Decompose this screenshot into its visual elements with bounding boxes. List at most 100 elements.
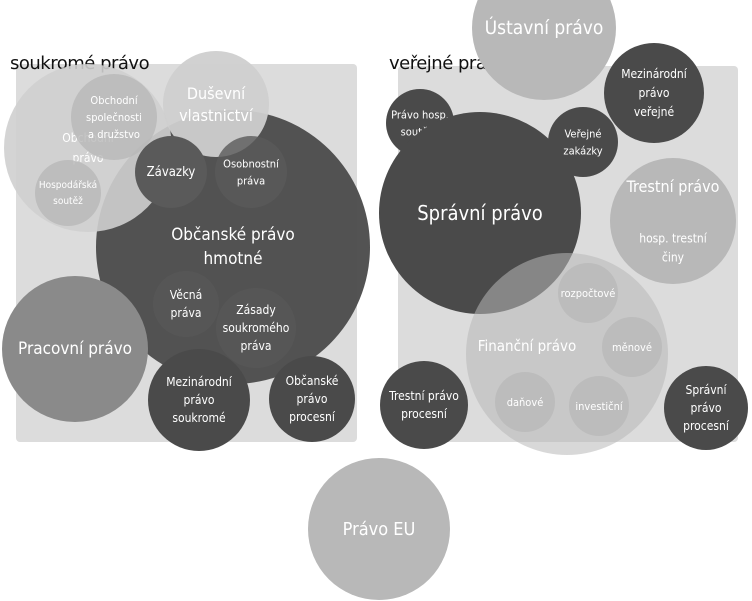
ustavni-pravo-label-line: Ústavní právo xyxy=(485,15,604,39)
spravni-pravo-label: Správní právo xyxy=(417,201,543,225)
obcanske-pravo-hmotne-label: Občanské právo hmotné xyxy=(171,225,294,269)
trestni-pravo-procesni-circle xyxy=(380,361,468,449)
mezinarodni-pravo-soukrome-circle xyxy=(148,349,250,451)
investicni-bubble: investiční xyxy=(569,376,629,436)
verejne-zakazky-bubble: Veřejné zakázky xyxy=(548,107,618,177)
pravo-eu-label-line: Právo EU xyxy=(343,519,416,540)
hosp-trestni-ciny-label-line: činy xyxy=(662,251,685,265)
hosp-trestni-ciny-bubble: hosp. trestní činy xyxy=(639,232,708,265)
vecna-prava-label: Věcná práva xyxy=(170,288,203,320)
dusevni-vlastnictvi-label: Duševní vlastnictví xyxy=(179,84,254,125)
trestni-pravo-procesni-bubble: Trestní právo procesní xyxy=(380,361,468,449)
vecna-prava-circle xyxy=(153,271,219,337)
financni-pravo-label: Finanční právo xyxy=(478,337,576,355)
obcanske-pravo-hmotne-label-line: Občanské právo xyxy=(171,225,294,245)
spravni-pravo-procesni-label: Správní právo procesní xyxy=(683,383,730,433)
hospodarska-soutez-label-line: Hospodářská xyxy=(39,179,97,191)
mezinarodni-pravo-verejne-circle xyxy=(604,43,704,143)
obcanske-pravo-procesni-label-line: Občanské xyxy=(286,374,339,388)
pravo-eu-bubble: Právo EU xyxy=(308,458,450,600)
zavazky-label-line: Závazky xyxy=(147,165,196,180)
verejne-zakazky-label: Veřejné zakázky xyxy=(563,127,602,157)
trestni-pravo-procesni-label: Trestní právo procesní xyxy=(388,389,459,421)
obchodni-spolecnosti-label-line: Obchodní xyxy=(90,94,138,107)
menove-label-line: měnové xyxy=(612,341,652,354)
dusevni-vlastnictvi-bubble: Duševní vlastnictví xyxy=(163,51,269,157)
spravni-pravo-procesni-label-line: Správní xyxy=(686,383,728,397)
pravo-hosp-souteze-label-line: Právo hosp. xyxy=(391,108,449,121)
osobnostni-prava-circle xyxy=(215,136,287,208)
zasady-soukromeho-prava-circle xyxy=(216,288,296,368)
ustavni-pravo-bubble: Ústavní právo xyxy=(472,0,616,100)
mezinarodni-pravo-verejne-label-line: Mezinárodní xyxy=(621,67,688,81)
obchodni-spolecnosti-label-line: společnosti xyxy=(86,111,142,124)
spravni-pravo-procesni-label-line: právo xyxy=(691,401,722,415)
pracovni-pravo-bubble: Pracovní právo xyxy=(2,276,148,422)
mezinarodni-pravo-soukrome-label-line: právo xyxy=(184,393,215,407)
pravo-eu-label: Právo EU xyxy=(343,519,416,540)
public-law-label: veřejné právo xyxy=(389,53,508,74)
rozpoctove-bubble: rozpočtové xyxy=(558,263,618,323)
danove-label: daňové xyxy=(507,396,544,409)
trestni-pravo-circle xyxy=(610,158,736,284)
financni-pravo-label-line: Finanční právo xyxy=(478,337,576,355)
spravni-pravo-procesni-label-line: procesní xyxy=(683,419,730,433)
pracovni-pravo-label-line: Pracovní právo xyxy=(18,339,132,359)
ustavni-pravo-label: Ústavní právo xyxy=(485,15,604,39)
danove-bubble: daňové xyxy=(495,372,555,432)
rozpoctove-label: rozpočtové xyxy=(561,287,616,300)
zasady-soukromeho-prava-label-line: Zásady xyxy=(236,303,276,317)
dusevni-vlastnictvi-circle xyxy=(163,51,269,157)
verejne-zakazky-label-line: zakázky xyxy=(563,144,602,157)
pracovni-pravo-label: Pracovní právo xyxy=(18,339,132,359)
danove-circle xyxy=(495,372,555,432)
mezinarodni-pravo-soukrome-label-line: Mezinárodní xyxy=(166,375,233,389)
zavazky-circle xyxy=(135,136,207,208)
vecna-prava-bubble: Věcná práva xyxy=(153,271,219,337)
zasady-soukromeho-prava-label-line: práva xyxy=(241,339,272,353)
verejne-zakazky-circle xyxy=(548,107,618,177)
zavazky-bubble: Závazky xyxy=(135,136,207,208)
spravni-pravo-label-line: Správní právo xyxy=(417,201,543,225)
obcanske-pravo-procesni-label-line: právo xyxy=(297,392,328,406)
dusevni-vlastnictvi-label-line: Duševní xyxy=(187,84,246,103)
hospodarska-soutez-label: Hospodářská soutěž xyxy=(39,179,97,207)
menove-label: měnové xyxy=(612,341,652,354)
trestni-pravo-bubble: Trestní právo xyxy=(610,158,736,284)
menove-circle xyxy=(602,317,662,377)
obcanske-pravo-procesni-label: Občanské právo procesní xyxy=(286,374,339,424)
hospodarska-soutez-label-line: soutěž xyxy=(53,195,83,207)
hosp-trestni-ciny-label: hosp. trestní činy xyxy=(639,232,708,265)
vecna-prava-label-line: Věcná xyxy=(170,288,203,302)
spravni-pravo-procesni-circle xyxy=(664,366,748,450)
trestni-pravo-procesni-label-line: Trestní právo xyxy=(388,389,459,403)
investicni-label: investiční xyxy=(575,400,623,413)
mezinarodni-pravo-verejne-label-line: veřejné xyxy=(634,105,675,119)
obcanske-pravo-procesni-circle xyxy=(269,356,355,442)
spravni-pravo-procesni-bubble: Správní právo procesní xyxy=(664,366,748,450)
ustavni-pravo-circle xyxy=(472,0,616,100)
obcanske-pravo-procesni-label-line: procesní xyxy=(289,410,336,424)
trestni-pravo-procesni-label-line: procesní xyxy=(401,407,448,421)
zavazky-label: Závazky xyxy=(147,165,196,180)
rozpoctove-label-line: rozpočtové xyxy=(561,287,616,300)
mezinarodni-pravo-soukrome-bubble: Mezinárodní právo soukromé xyxy=(148,349,250,451)
trestni-pravo-label: Trestní právo xyxy=(626,177,720,196)
verejne-zakazky-label-line: Veřejné xyxy=(564,127,601,140)
dusevni-vlastnictvi-label-line: vlastnictví xyxy=(179,106,254,125)
hosp-trestni-ciny-label-line: hosp. trestní xyxy=(639,232,708,246)
mezinarodni-pravo-soukrome-label: Mezinárodní právo soukromé xyxy=(166,375,233,425)
rozpoctove-circle xyxy=(558,263,618,323)
obcanske-pravo-hmotne-label-line: hmotné xyxy=(203,249,262,269)
investicni-label-line: investiční xyxy=(575,400,623,413)
mezinarodni-pravo-soukrome-label-line: soukromé xyxy=(172,411,226,425)
vecna-prava-label-line: práva xyxy=(171,306,202,320)
